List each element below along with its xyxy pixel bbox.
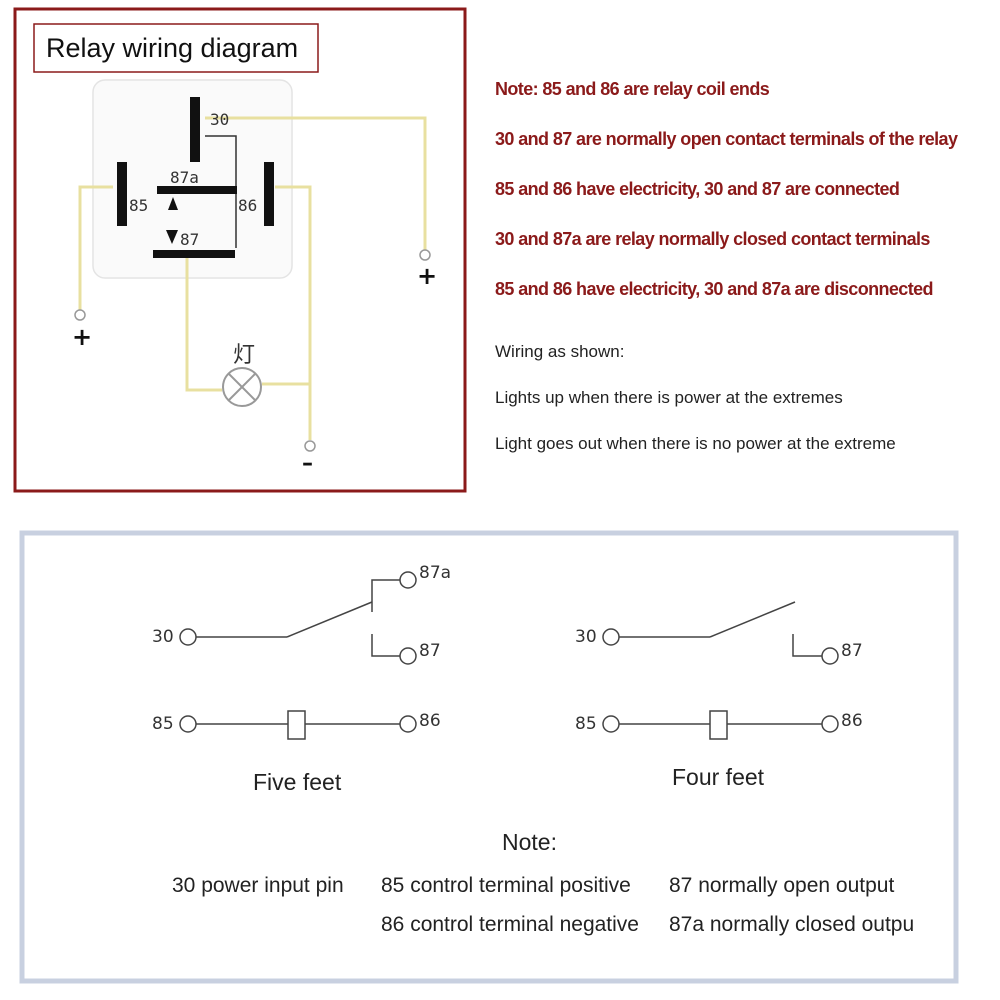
relay-housing xyxy=(92,79,293,279)
legend-87-normally-open: 87 normally open output xyxy=(669,874,895,897)
five-pin-86: 86 xyxy=(419,711,441,731)
diagram-title: Relay wiring diagram xyxy=(46,33,298,63)
note-lights-up: Lights up when there is power at the ext… xyxy=(495,388,843,407)
legend-30-power-input: 30 power input pin xyxy=(172,874,344,897)
wires xyxy=(78,116,427,440)
pin-label-86: 86 xyxy=(238,196,257,215)
contact-87 xyxy=(153,250,235,258)
five-pin-87: 87 xyxy=(419,641,441,661)
contact-87a xyxy=(157,186,237,194)
terminal-86 xyxy=(264,162,274,226)
terminal-85 xyxy=(117,162,127,226)
caption-four-feet: Four feet xyxy=(672,764,765,790)
five-feet-schematic xyxy=(179,571,417,740)
note-light-goes-out: Light goes out when there is no power at… xyxy=(495,434,896,453)
note-normally-closed: 30 and 87a are relay normally closed con… xyxy=(495,229,930,249)
note-normally-open: 30 and 87 are normally open contact term… xyxy=(495,129,958,149)
arrow-87a-icon xyxy=(168,197,178,210)
five-pin-30: 30 xyxy=(152,627,174,647)
plus-sign-right: + xyxy=(417,262,437,290)
pin-label-30: 30 xyxy=(210,110,229,129)
relay-wiring-diagram: Relay wiring diagram 30 87a 85 86 87 灯 +… xyxy=(13,7,467,493)
bottom-frame xyxy=(19,530,959,984)
lamp-label: 灯 xyxy=(233,343,255,368)
minus-sign: – xyxy=(302,451,313,476)
four-pin-86: 86 xyxy=(841,711,863,731)
lamp-cross-b xyxy=(228,373,256,401)
plus-terminal-left xyxy=(74,309,86,321)
four-pin-87: 87 xyxy=(841,641,863,661)
note-coil-ends: Note: 85 and 86 are relay coil ends xyxy=(495,79,770,99)
note-85-86-powered-30-87: 85 and 86 have electricity, 30 and 87 ar… xyxy=(495,179,900,199)
plus-terminal-right xyxy=(419,249,431,261)
arrow-87-icon xyxy=(166,230,178,244)
caption-five-feet: Five feet xyxy=(253,769,342,795)
legend-87a-normally-closed: 87a normally closed outpu xyxy=(669,913,915,936)
five-pin-85: 85 xyxy=(152,714,174,734)
pin-label-85: 85 xyxy=(129,196,148,215)
note-85-86-powered-30-87a: 85 and 86 have electricity, 30 and 87a a… xyxy=(495,279,934,299)
top-frame xyxy=(13,7,467,493)
four-feet-schematic xyxy=(602,601,839,740)
four-pin-85: 85 xyxy=(575,714,597,734)
five-pin-87a: 87a xyxy=(419,563,451,583)
plus-sign-left: + xyxy=(72,323,92,351)
pin-label-87a: 87a xyxy=(170,168,199,187)
minus-terminal xyxy=(304,440,316,452)
legend-title: Note: xyxy=(502,829,557,855)
terminal-30 xyxy=(190,97,200,162)
legend-85-control-positive: 85 control terminal positive xyxy=(381,874,631,897)
pin-label-87: 87 xyxy=(180,230,199,249)
title-box xyxy=(33,23,319,73)
legend-86-control-negative: 86 control terminal negative xyxy=(381,913,639,936)
four-pin-30: 30 xyxy=(575,627,597,647)
note-wiring-shown: Wiring as shown: xyxy=(495,342,625,361)
internal-contacts xyxy=(205,135,237,248)
